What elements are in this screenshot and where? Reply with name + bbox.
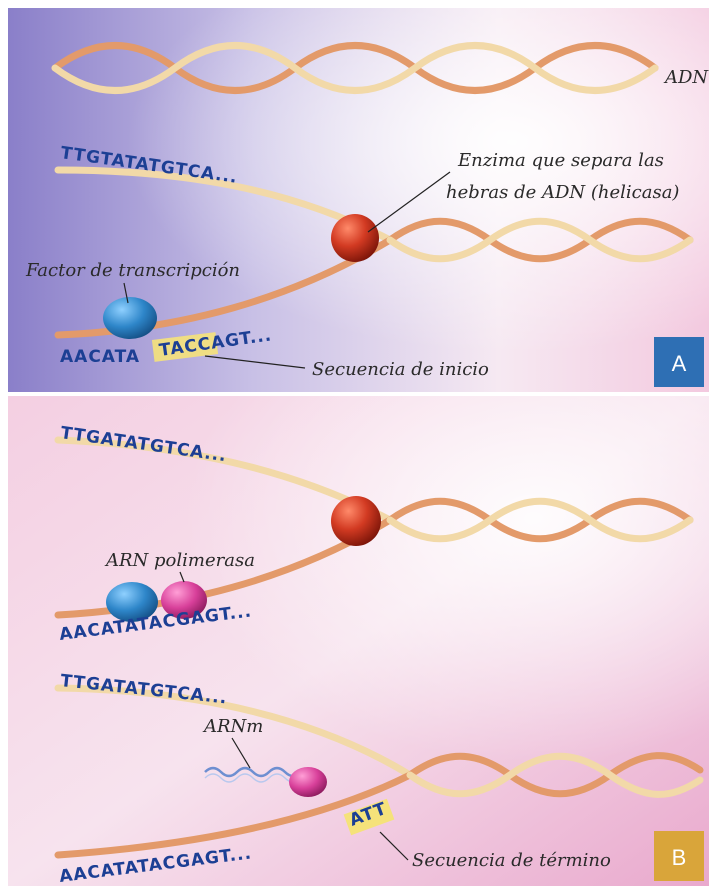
panel-a: ADN TTGTATATGTCA... Enzima que separa la… [8, 8, 709, 392]
helicase-enzyme [331, 214, 379, 262]
start-sequence-label: Secuencia de inicio [312, 359, 489, 380]
rna-polymerase-protein-b2 [289, 767, 327, 797]
mrna-label: ARNm [202, 716, 263, 737]
panel-b: TTGATATGTCA... ARN polimerasa AACATATACG… [8, 396, 709, 887]
helicase-label-line1: Enzima que separa las [457, 150, 664, 171]
helicase-label-line2: hebras de ADN (helicasa) [446, 182, 679, 203]
rna-polymerase-label: ARN polimerasa [104, 550, 255, 571]
helicase-enzyme-b1 [331, 496, 381, 546]
sequence-bottom-a-prefix: AACATA [60, 347, 140, 367]
dna-label: ADN [663, 67, 709, 88]
end-sequence-label: Secuencia de término [412, 850, 611, 871]
transcription-factor-label: Factor de transcripción [25, 260, 240, 281]
panel-b-badge-label: B [672, 845, 687, 870]
panel-a-badge-label: A [672, 351, 687, 376]
transcription-factor-protein [103, 297, 157, 339]
